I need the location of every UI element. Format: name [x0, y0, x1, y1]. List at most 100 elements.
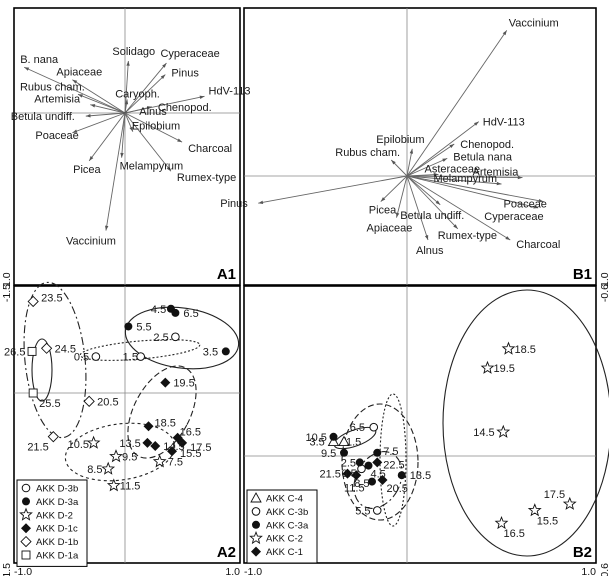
sample-label-b2-18-5: 18.5: [515, 344, 536, 356]
sample-label-a2-21-5: 21.5: [27, 442, 48, 454]
vector-a1-rubus-cham: [77, 93, 126, 114]
sample-point-a2-akk-d-1c-17-5: [177, 437, 188, 448]
sample-label-b2-1-5: 1.5: [346, 437, 361, 449]
vector-label-b1-picea: Picea: [369, 205, 397, 217]
vector-a1-rumex-type: [124, 112, 172, 172]
legend-label-a2-akk-d-1c: AKK D-1c: [36, 524, 78, 535]
tick-label-b2-ymax: 1.0: [599, 272, 609, 287]
vector-b1-picea: [380, 175, 408, 202]
ellipse-a2-d3a: [124, 306, 240, 370]
sample-label-b2-5-5: 5.5: [355, 505, 370, 517]
vector-head-a1-cyperaceae: [162, 63, 167, 68]
vectors-layer: [24, 30, 544, 241]
sample-label-a2-18-5: 18.5: [155, 417, 176, 429]
vector-head-b1-apiaceae: [395, 212, 400, 218]
sample-label-a2-20-5: 20.5: [97, 396, 118, 408]
vector-label-b1-artemisia: Artemisia: [473, 167, 520, 179]
sample-label-a2-4-5: 4.5: [151, 304, 166, 316]
vector-head-a1-poaceae: [72, 129, 78, 133]
sample-point-a2-akk-d-2-7-5: [152, 454, 167, 468]
sample-point-a2-akk-d-3a-6-5: [171, 308, 180, 317]
sample-point-b2-akk-c-2-17-5: [562, 496, 577, 510]
sample-label-b2-0-5: 0.5: [342, 468, 357, 480]
vector-b1-vaccinium: [406, 30, 508, 177]
legend-marker-a2-akk-d-2: [19, 507, 33, 521]
sample-label-b2-9-5: 9.5: [321, 448, 336, 460]
vector-head-b1-melampyrum: [496, 181, 502, 186]
sample-label-b2-19-5: 19.5: [494, 363, 515, 375]
panel-title-b1: B1: [573, 266, 592, 283]
sample-label-a2-3-5: 3.5: [203, 346, 218, 358]
sample-point-b2-akk-c-3a-9-5: [340, 448, 348, 457]
vector-label-a1-pinus: Pinus: [171, 68, 199, 80]
vector-head-b1-rumex-type: [453, 224, 458, 229]
ellipse-a2-d1b: [23, 281, 87, 439]
vector-b1-cyperaceae: [406, 175, 539, 209]
vector-head-a1-rumex-type: [166, 166, 171, 172]
sample-label-a2-15-5: 15.5: [180, 448, 201, 460]
sample-point-b2-akk-c-3b-6-5: [369, 422, 379, 432]
sample-label-b2-22-5: 22.5: [383, 459, 404, 471]
vector-label-a1-cyperaceae: Cyperaceae: [160, 48, 219, 60]
sample-point-b2-akk-c-1-20-5: [377, 475, 388, 485]
vector-label-a1-alnus: Alnus: [139, 106, 167, 118]
sample-point-b2-akk-c-1-8-5: [351, 470, 362, 481]
tick-label-b2-ymin: -0.6: [599, 563, 609, 576]
legend-label-a2-akk-d-3b: AKK D-3b: [36, 484, 78, 495]
panel-frame-a2: [13, 285, 241, 564]
sample-label-b2-6-5: 6.5: [350, 422, 365, 434]
sample-point-b2-akk-c-3a-4-5: [364, 461, 373, 470]
sample-point-b2-akk-c-2-15-5: [527, 503, 542, 517]
sample-point-a2-akk-d-1c-18-5: [143, 421, 154, 432]
sample-label-a2-19-5: 19.5: [173, 378, 194, 390]
ellipse-b2-c3a: [341, 403, 419, 521]
vector-a1-solidago: [124, 60, 129, 114]
sample-label-a2-1-5: 1.5: [123, 352, 138, 364]
vector-label-a1-rumex-type: Rumex-type: [177, 172, 236, 184]
vector-head-b1-pinus: [258, 200, 264, 205]
vector-head-b1-artemisia: [517, 175, 523, 180]
sample-label-a2-24-5: 24.5: [55, 343, 76, 355]
vector-label-a1-charcoal: Charcoal: [188, 143, 232, 155]
legend-marker-a2-akk-d-1b: [20, 535, 32, 548]
vector-head-b1-vaccinium: [502, 30, 507, 36]
vector-b1-charcoal: [406, 175, 511, 241]
sample-label-b2-10-5: 10.5: [306, 432, 327, 444]
vector-label-b1-pinus: Pinus: [220, 198, 248, 210]
sample-point-a2-akk-d-1c-14-5: [150, 441, 161, 452]
panel-frame-a1: [13, 7, 241, 286]
vector-b1-melampyrum: [406, 175, 502, 185]
vector-b1-poaceae: [406, 175, 544, 203]
vector-label-a1-melampyrum: Melampyrum: [120, 161, 184, 173]
vector-label-a1-poaceae: Poaceae: [35, 130, 78, 142]
vector-b1-artemisia: [406, 175, 523, 179]
legend-marker-a2-akk-d-1a: [21, 550, 31, 560]
vector-head-a1-b-nana: [24, 67, 30, 71]
vector-head-b1-epilobium: [409, 148, 414, 154]
sample-point-a2-akk-d-1b-24-5: [40, 342, 53, 354]
vector-a1-charcoal: [124, 112, 183, 143]
sample-point-a2-akk-d-1c-13-5: [142, 437, 153, 448]
sample-point-a2-akk-d-2-11-5: [106, 478, 121, 492]
sample-label-a2-6-5: 6.5: [183, 308, 198, 320]
vector-label-b1-asteraceae: Asteraceae: [425, 163, 481, 175]
sample-label-a2-5-5: 5.5: [136, 321, 151, 333]
sample-label-a2-17-5: 17.5: [190, 442, 211, 454]
vector-label-b1-rumex-type: Rumex-type: [438, 230, 497, 242]
vector-label-a1-apiaceae: Apiaceae: [56, 67, 102, 79]
vector-a1-vaccinium: [105, 112, 126, 231]
vector-label-b1-rubus-cham: Rubus cham.: [335, 147, 400, 159]
sample-point-b2-akk-c-4-3-5: [327, 435, 340, 447]
vector-label-b1-poaceae: Poaceae: [504, 199, 547, 211]
tick-label-a2-ymin: -1.5: [1, 563, 13, 576]
vector-a1-picea: [88, 112, 126, 162]
vector-head-b1-hdv-113: [473, 121, 479, 126]
vector-label-a1-caryoph: Caryoph.: [115, 88, 160, 100]
vector-head-b1-cyperaceae: [533, 205, 539, 209]
vector-head-a1-rubus-cham: [77, 94, 83, 98]
panel-frame-b1: [243, 7, 597, 286]
vector-label-a1-solidago: Solidago: [112, 46, 155, 58]
sample-point-a2-akk-d-1a-25-5: [28, 388, 38, 398]
